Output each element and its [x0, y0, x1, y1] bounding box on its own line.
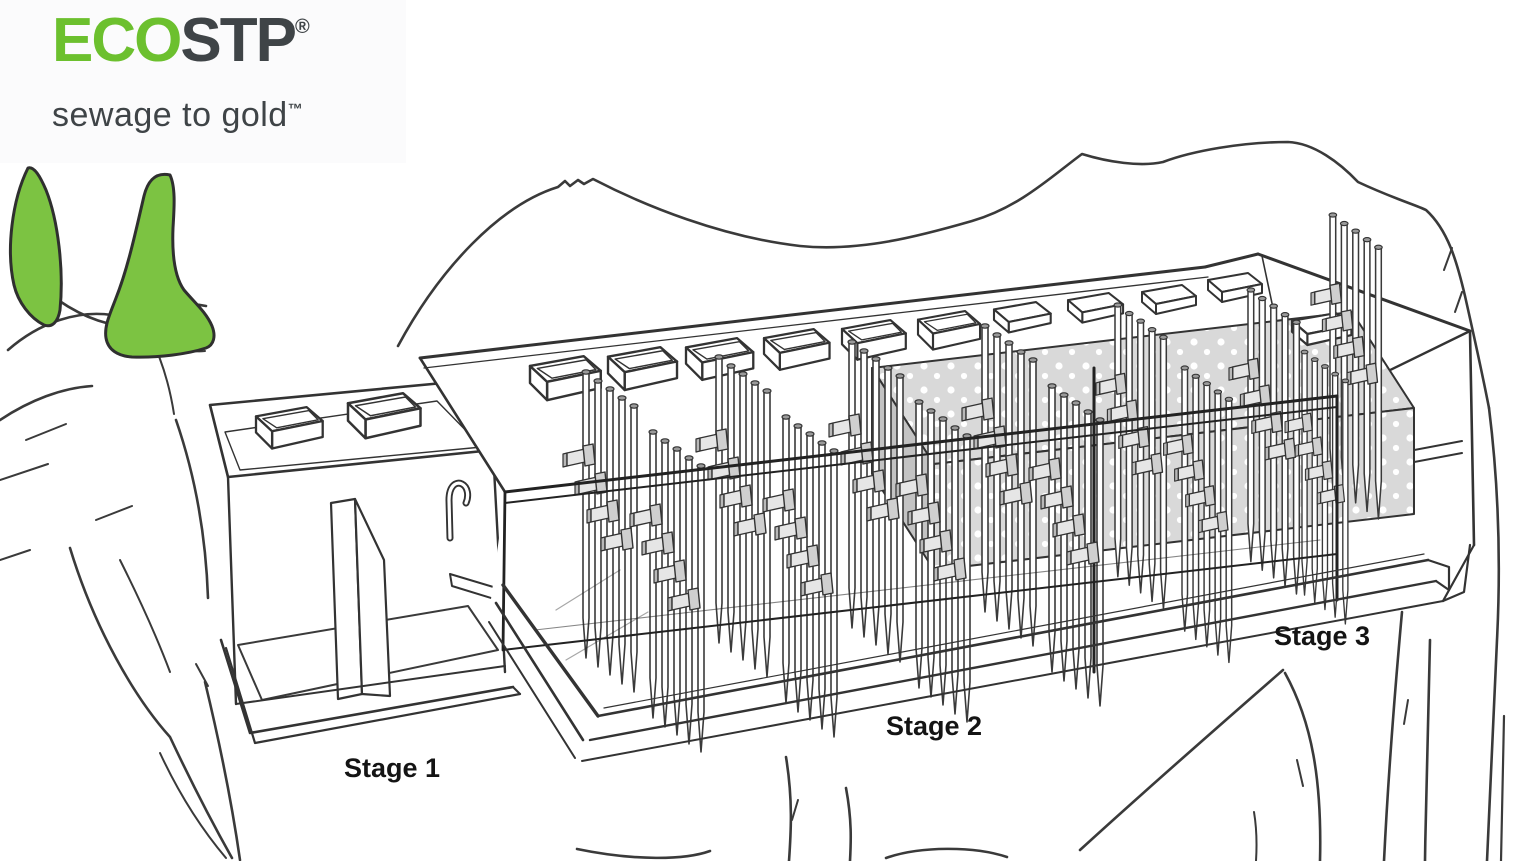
logo-panel: ECOSTP® sewage to gold™: [0, 0, 406, 163]
stage1-plinth: [219, 638, 522, 745]
right-horn: [104, 172, 216, 359]
trademark-mark: ™: [287, 101, 304, 118]
brand-logo-stp: STP: [180, 6, 297, 75]
cow-head-fur: [6, 312, 114, 352]
cow-belly-line: [575, 847, 712, 860]
stage1-tank: [208, 381, 549, 750]
stage2-3-tank: [418, 213, 1476, 762]
cow-tail-outline: [1485, 406, 1501, 861]
glass-walls: [501, 394, 1339, 661]
stage-2-label: Stage 2: [886, 711, 983, 741]
cow-back-outline: [396, 140, 1491, 410]
tank-deck: [418, 265, 1209, 494]
brand-logo-eco: ECO: [52, 6, 182, 75]
stage-3-label: Stage 3: [1274, 621, 1371, 651]
tagline-text: sewage to gold: [52, 96, 288, 134]
cow-hind-leg: [1078, 668, 1285, 852]
cow-chest-line: [68, 546, 234, 860]
registered-trademark-mark: ®: [294, 16, 310, 38]
stage-1-label: Stage 1: [344, 753, 441, 783]
cow-horns: [9, 166, 216, 359]
brand-tagline: sewage to gold™: [52, 96, 303, 135]
brand-logo: ECOSTP®: [52, 8, 310, 73]
left-horn: [9, 166, 63, 328]
cow-line-art: [0, 140, 1506, 861]
tank-plinth: [488, 543, 1472, 762]
